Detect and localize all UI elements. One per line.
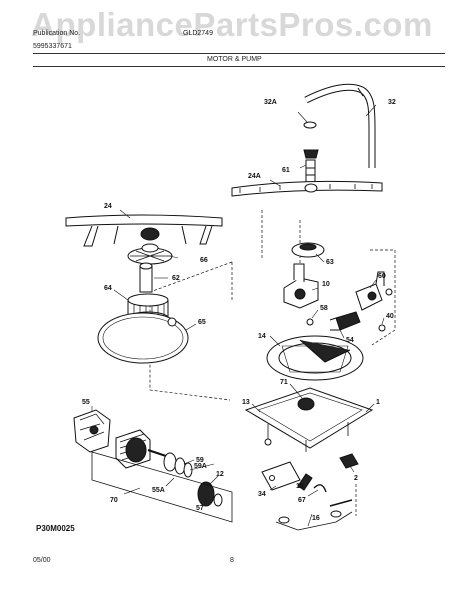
part-motor	[115, 429, 167, 469]
part-filter-disc	[97, 312, 189, 364]
part-tube-seal	[303, 121, 317, 129]
callout-63: 63	[326, 259, 334, 266]
callout-60: 60	[378, 273, 386, 280]
callout-13: 13	[242, 399, 250, 406]
part-base-gasket	[244, 387, 374, 449]
leader-lines	[91, 104, 385, 527]
callout-15: 15	[296, 483, 304, 490]
part-clip	[297, 473, 313, 491]
callout-24: 24	[104, 203, 112, 210]
callout-40: 40	[386, 313, 394, 320]
dashed-guide	[370, 249, 396, 346]
part-pump-body	[283, 263, 319, 309]
footer-date: 05/00	[33, 557, 51, 564]
callout-2: 2	[354, 475, 358, 482]
part-spring-clip	[313, 484, 327, 493]
part-pump-cap	[291, 242, 325, 258]
section-title: MOTOR & PUMP	[207, 56, 262, 63]
callout-57: 57	[196, 505, 204, 512]
callout-10: 10	[322, 281, 330, 288]
part-sump	[266, 335, 364, 381]
callout-32A: 32A	[264, 99, 277, 106]
part-upper-spray-arm	[231, 180, 383, 197]
part-callouts: 32A 32 61 24A 24 66 63 60 62 10 64 58 40…	[82, 99, 396, 522]
callout-55: 55	[82, 399, 90, 406]
part-valve-screw	[385, 288, 393, 296]
callout-66: 66	[200, 257, 208, 264]
callout-62: 62	[172, 275, 180, 282]
part-gear	[197, 481, 223, 507]
callout-70: 70	[110, 497, 118, 504]
diagram-code: P30M0025	[36, 524, 75, 533]
part-hose-clamp	[329, 311, 361, 331]
part-upper-spray-tube	[304, 83, 376, 168]
part-pump-pipe	[139, 262, 153, 293]
callout-14: 14	[258, 333, 266, 340]
callout-34: 34	[258, 491, 266, 498]
part-mounting-plate	[261, 461, 301, 491]
callout-71: 71	[280, 379, 288, 386]
part-number: 5995337671	[33, 43, 72, 50]
callout-16: 16	[312, 515, 320, 522]
callout-12: 12	[216, 471, 224, 478]
part-drain-valve	[355, 271, 385, 311]
model-label: GLD2749	[183, 30, 213, 37]
watermark: AppliancePartsPros.com	[31, 6, 433, 43]
part-motor-cover	[73, 409, 111, 453]
header-rule-bottom	[33, 66, 445, 67]
part-lower-spray-arm	[65, 214, 223, 247]
part-screw-set	[275, 499, 353, 531]
callout-64: 64	[104, 285, 112, 292]
part-o-ring	[306, 318, 314, 326]
header-rule-top	[33, 53, 445, 54]
callout-1: 1	[376, 399, 380, 406]
part-motor-mount	[264, 397, 349, 452]
callout-24A: 24A	[248, 173, 261, 180]
part-drain-hose-bracket	[339, 453, 359, 469]
callout-59: 59	[196, 457, 204, 464]
callout-32: 32	[388, 99, 396, 106]
callout-58: 58	[320, 305, 328, 312]
callout-61: 61	[282, 167, 290, 174]
callout-55A: 55A	[152, 487, 165, 494]
callout-67: 67	[298, 497, 306, 504]
callout-65: 65	[198, 319, 206, 326]
publication-label: Publication No.	[33, 30, 81, 37]
part-bracket-outline	[91, 451, 233, 523]
callout-54: 54	[346, 337, 354, 344]
dashed-guide	[261, 210, 301, 270]
part-impeller	[127, 243, 173, 265]
callout-59A: 59A	[194, 463, 207, 470]
footer-page: 8	[230, 557, 234, 564]
part-grommet	[378, 324, 386, 332]
part-shaft-seal	[163, 452, 193, 478]
